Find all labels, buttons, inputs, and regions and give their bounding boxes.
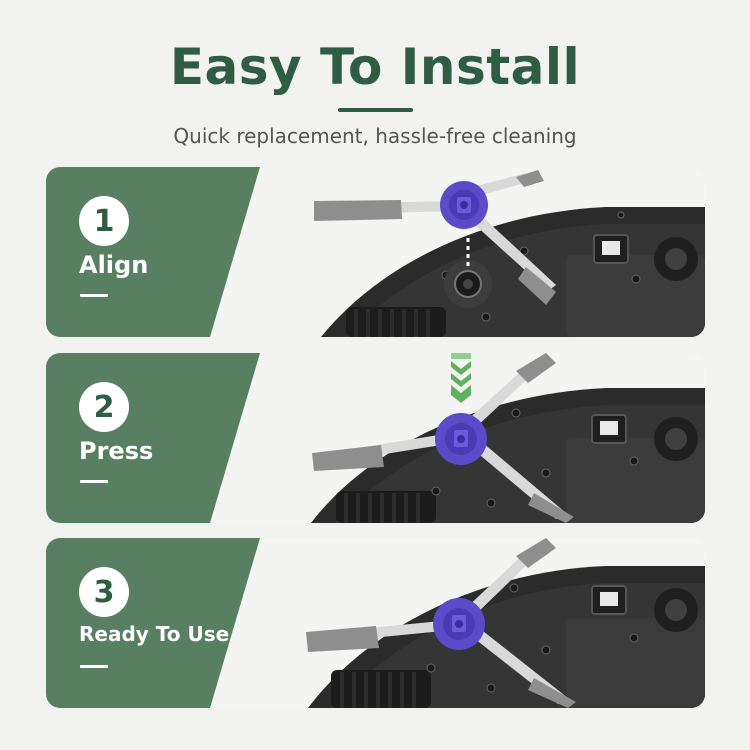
side-brush	[314, 170, 556, 305]
step-number-badge: 2	[79, 382, 129, 432]
step-card-press: 2 Press	[46, 353, 705, 523]
step-number-badge: 1	[79, 196, 129, 246]
press-arrows-icon	[451, 353, 471, 403]
step-dash	[80, 294, 108, 297]
step-label: Align	[79, 251, 149, 279]
step-card-ready: 3 Ready To Use	[46, 538, 705, 708]
page-title: Easy To Install	[169, 38, 581, 96]
step-number-badge: 3	[79, 567, 129, 617]
title-underline	[338, 108, 413, 112]
side-brush	[312, 353, 574, 523]
step-card-align: 1 Align	[46, 167, 705, 337]
step-dash	[80, 480, 108, 483]
side-brush	[306, 538, 576, 708]
step-label: Press	[79, 437, 154, 465]
step-illustration	[46, 538, 705, 708]
page-subtitle: Quick replacement, hassle-free cleaning	[173, 124, 577, 148]
step-dash	[80, 665, 108, 668]
step-label: Ready To Use	[79, 622, 230, 646]
